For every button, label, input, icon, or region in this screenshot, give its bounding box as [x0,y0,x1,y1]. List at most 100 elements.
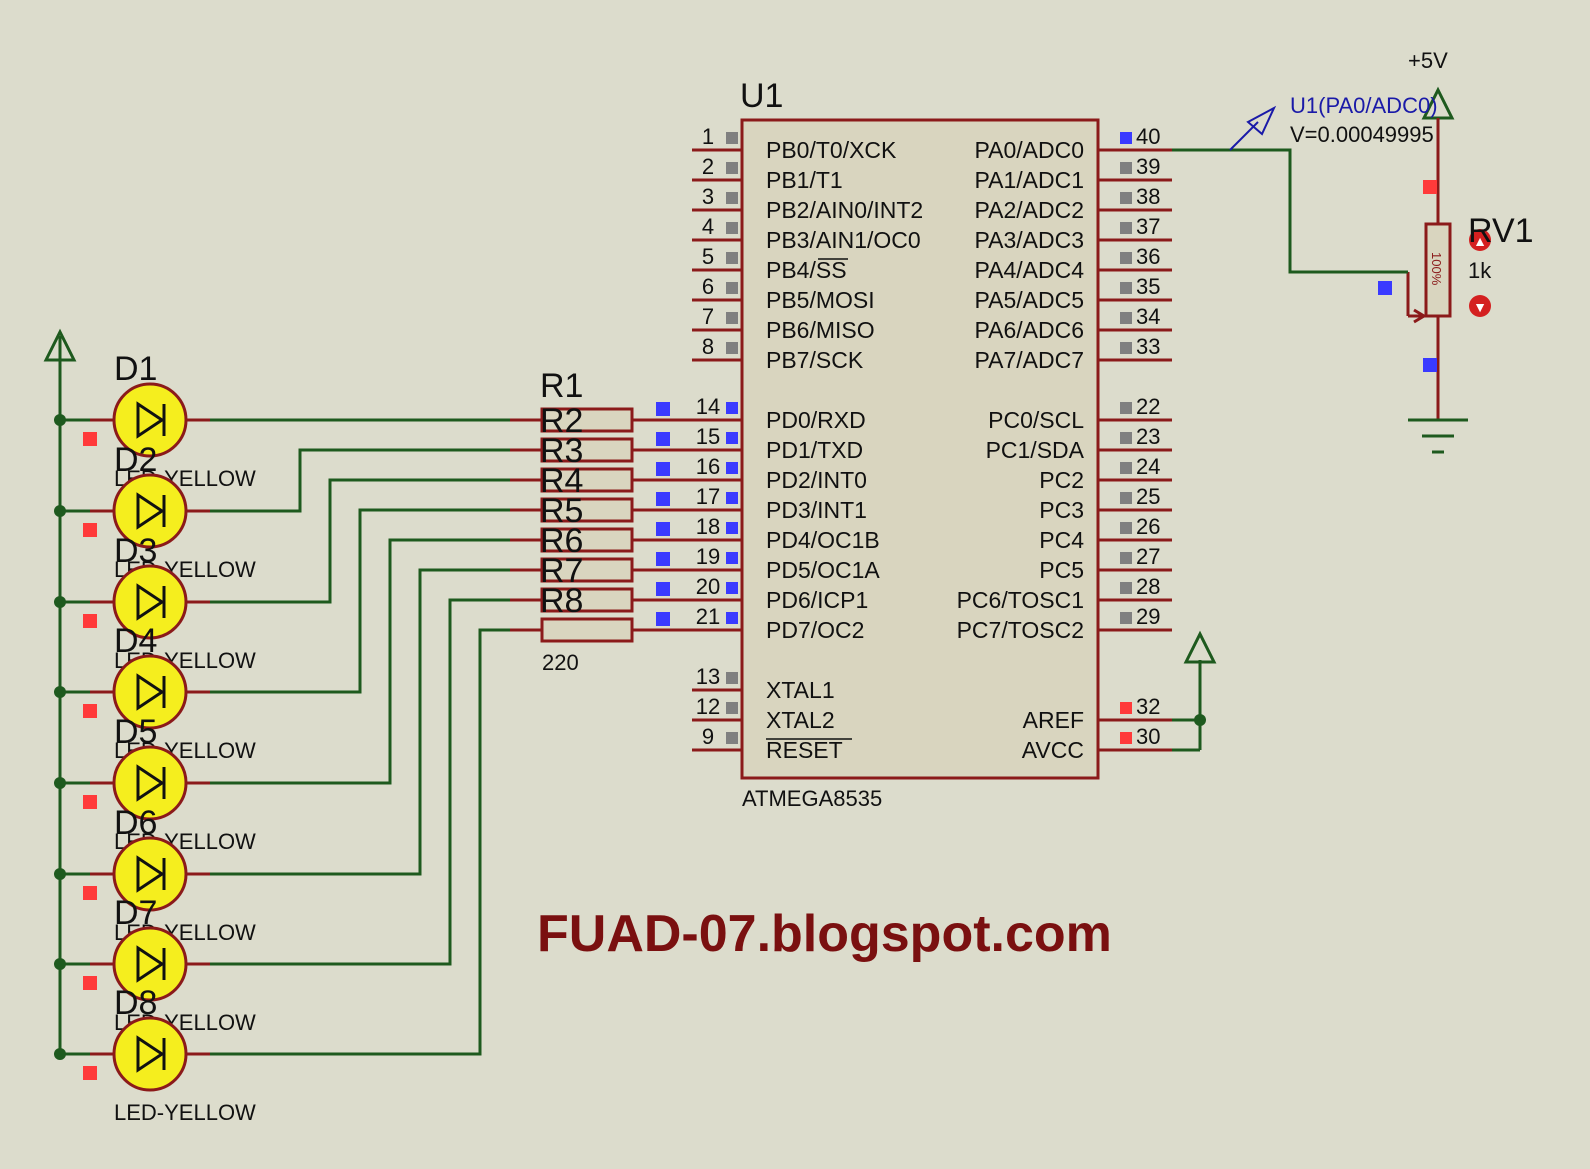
pin-number: 32 [1136,694,1160,719]
led-refdes: D7 [114,894,157,932]
mcu-right-pins: 40PA0/ADC039PA1/ADC138PA2/ADC237PA3/ADC3… [957,124,1172,763]
pin-label: PA1/ADC1 [974,167,1084,193]
pin-number: 3 [702,184,714,209]
pin-state-marker [726,582,738,594]
pin-label: PD7/OC2 [766,617,864,643]
power-label: +5V [1408,48,1448,73]
pin-state-marker [726,192,738,204]
pin-label: PC3 [1039,497,1084,523]
resistor-r6[interactable]: R6 [510,522,692,583]
pot-body[interactable] [1424,222,1452,318]
probe-reading: V=0.00049995 [1290,122,1434,147]
mcu-u1[interactable]: U1 ATMEGA8535 1PB0/T0/XCK2PB1/T13PB2/AIN… [692,77,1172,811]
pin-state-marker [1120,402,1132,414]
resistor-refdes: R7 [540,552,583,590]
pin-state-marker [726,672,738,684]
voltage-probe[interactable]: U1(PA0/ADC0) V=0.00049995 [1229,93,1438,151]
pin-number: 22 [1136,394,1160,419]
pot-decrease-button[interactable] [1469,295,1491,317]
pin-state-marker [726,402,738,414]
potentiometer-rv1[interactable]: +5V 100% ▲ ▼ RV1 1k [1378,48,1534,454]
pin-number: 38 [1136,184,1160,209]
resistor-r8[interactable]: R8 [510,582,692,643]
pin-state-marker [1120,702,1132,714]
pin-label: PD4/OC1B [766,527,880,553]
resistor-r5[interactable]: R5 [510,492,692,553]
pin-label: RESET [766,737,843,763]
pin-number: 27 [1136,544,1160,569]
pin-number: 30 [1136,724,1160,749]
pa0-to-wiper-wire [1172,148,1408,274]
pin-state-marker [726,132,738,144]
resistor-r3[interactable]: R3 [510,432,692,493]
resistor-r1[interactable]: R1 [510,367,692,433]
pin-state-marker [1120,342,1132,354]
pot-increase-button[interactable] [1469,229,1491,251]
mcu-body[interactable] [740,118,1100,780]
pin-number: 40 [1136,124,1160,149]
led-body[interactable] [112,1016,188,1092]
diode-icon [136,945,165,983]
resistor-r7[interactable]: R7 [510,552,692,613]
pin-label: PA4/ADC4 [974,257,1084,283]
logic-low-marker [656,492,670,506]
pin-number: 29 [1136,604,1160,629]
logic-high-marker [83,886,97,900]
pin-state-marker [726,732,738,744]
pin-state-marker [726,612,738,624]
logic-low-marker [656,462,670,476]
resistor-r2[interactable]: R2 [510,402,692,463]
pin-number: 17 [696,484,720,509]
pin-number: 7 [702,304,714,329]
led-supply-rail [43,328,77,1050]
pot-value: 1k [1468,258,1492,283]
resistor-body[interactable] [540,617,634,643]
pin-number: 9 [702,724,714,749]
pin-state-marker [726,552,738,564]
resistor-r4[interactable]: R4 [510,462,692,523]
